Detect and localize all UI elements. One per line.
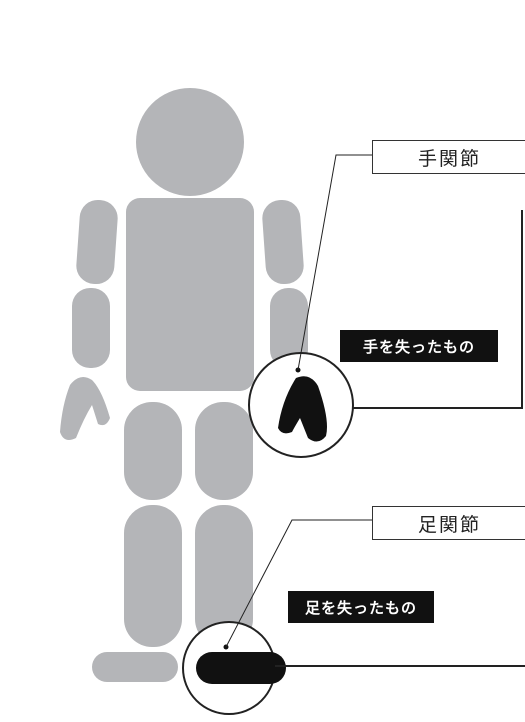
forearm-left	[72, 288, 110, 368]
thigh-left	[124, 402, 182, 500]
wrist-bracket-line	[353, 210, 523, 409]
lost-hand-shape	[278, 376, 327, 442]
thigh-right	[195, 402, 253, 500]
foot-left	[92, 652, 178, 682]
forearm-right	[270, 288, 308, 368]
lost-hand-label: 手を失ったもの	[340, 330, 498, 362]
wrist-leader-line	[297, 154, 372, 371]
hand-left	[60, 376, 110, 440]
upper-arm-right	[262, 199, 304, 285]
lost-foot-shape	[196, 652, 286, 684]
lost-foot-label: 足を失ったもの	[288, 591, 434, 623]
ankle-joint-label: 足関節	[372, 506, 525, 540]
ankle-leader-line	[225, 519, 372, 648]
torso	[126, 198, 254, 391]
shin-left	[124, 505, 182, 647]
upper-arm-left	[76, 199, 118, 285]
head	[136, 88, 244, 196]
shin-right	[195, 505, 253, 647]
wrist-joint-label: 手関節	[372, 140, 525, 174]
